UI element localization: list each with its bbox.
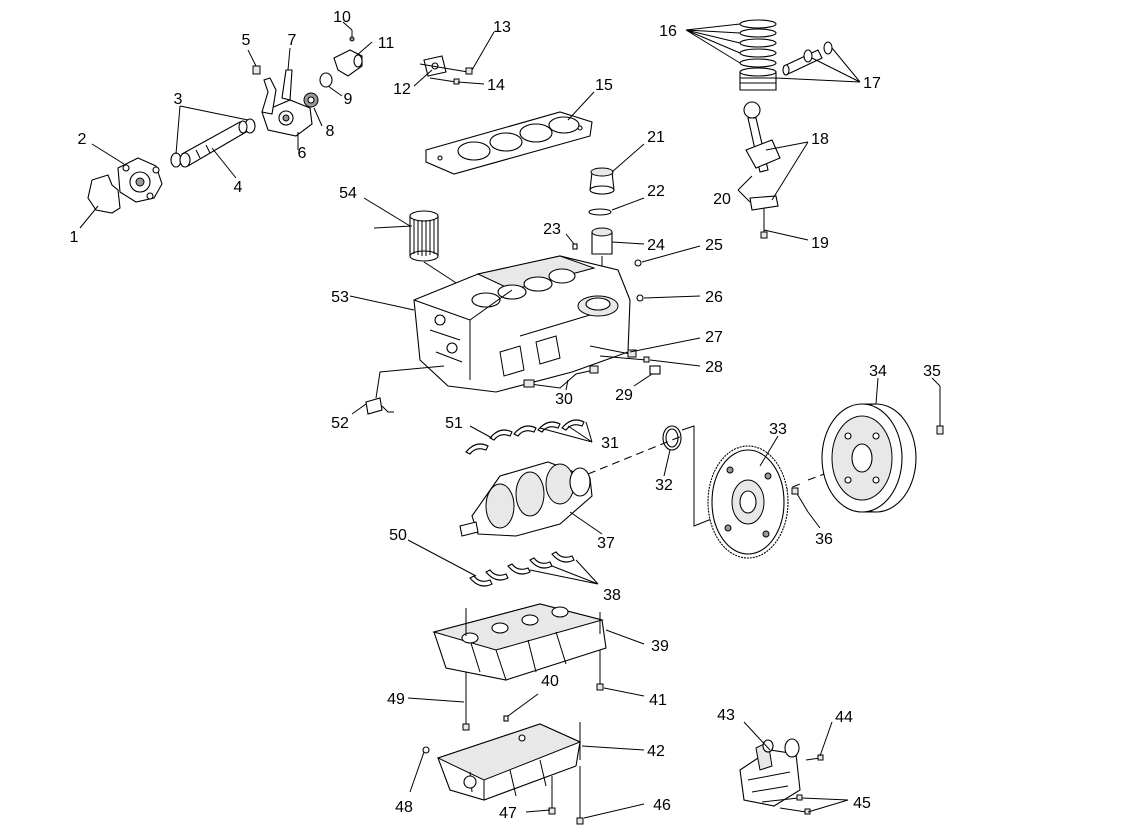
callout-5: 5 xyxy=(242,32,251,49)
callout-35: 35 xyxy=(923,363,941,380)
part-lower-main-bearings xyxy=(469,551,575,587)
callout-54: 54 xyxy=(339,185,357,202)
part-crankshaft xyxy=(459,461,593,537)
callout-31: 31 xyxy=(601,435,619,452)
callout-42: 42 xyxy=(647,743,665,760)
part-bolt-5 xyxy=(252,65,261,75)
callout-4: 4 xyxy=(234,179,243,196)
part-head-gasket xyxy=(425,111,593,175)
leader-lines xyxy=(79,21,941,819)
callout-51: 51 xyxy=(445,415,463,432)
part-upper-main-bearings xyxy=(465,419,585,455)
part-sensor-52 xyxy=(365,365,445,415)
part-flexplate xyxy=(707,445,789,559)
callout-28: 28 xyxy=(705,359,723,376)
callout-40: 40 xyxy=(541,673,559,690)
callout-19: 19 xyxy=(811,235,829,252)
part-oil-filter-element xyxy=(409,210,465,289)
part-water-pump-gasket xyxy=(87,174,121,214)
callout-39: 39 xyxy=(651,638,669,655)
part-thermostat-housing xyxy=(261,69,313,137)
part-oil-filter xyxy=(591,227,613,296)
callout-12: 12 xyxy=(393,81,411,98)
callout-34: 34 xyxy=(869,363,887,380)
part-plug-23 xyxy=(572,243,578,250)
part-water-pump xyxy=(117,157,163,203)
callout-36: 36 xyxy=(815,531,833,548)
part-coolant-pipe xyxy=(179,120,248,168)
callout-17: 17 xyxy=(863,75,881,92)
callout-16: 16 xyxy=(659,23,677,40)
part-rear-main-seal xyxy=(662,425,682,451)
callout-2: 2 xyxy=(78,131,87,148)
callout-7: 7 xyxy=(288,32,297,49)
callout-33: 33 xyxy=(769,421,787,438)
part-seal-22 xyxy=(588,208,612,216)
callout-9: 9 xyxy=(344,91,353,108)
part-knock-sensor-harness xyxy=(523,365,599,389)
part-engine-block xyxy=(413,255,631,393)
part-sensor-27 xyxy=(589,345,637,358)
callout-6: 6 xyxy=(298,145,307,162)
callout-27: 27 xyxy=(705,329,723,346)
callout-labels: 1 2 3 4 5 6 7 8 9 10 11 12 13 14 15 16 1… xyxy=(70,9,941,822)
part-plug-25 xyxy=(634,259,642,267)
callout-32: 32 xyxy=(655,477,673,494)
part-o-ring-9 xyxy=(319,72,333,88)
callout-11: 11 xyxy=(378,35,395,52)
callout-48: 48 xyxy=(395,799,413,816)
callout-23: 23 xyxy=(543,221,561,238)
callout-13: 13 xyxy=(493,19,511,36)
part-oil-pan xyxy=(436,722,582,801)
part-rod-bolt xyxy=(760,208,768,239)
callout-20: 20 xyxy=(713,191,731,208)
callout-38: 38 xyxy=(603,587,621,604)
part-piston-rings xyxy=(739,19,777,68)
callout-49: 49 xyxy=(387,691,405,708)
part-thermostat xyxy=(303,92,319,108)
callout-15: 15 xyxy=(595,77,613,94)
part-bolts-13-14 xyxy=(419,63,473,85)
callout-37: 37 xyxy=(597,535,615,552)
part-bolt-28 xyxy=(599,355,650,363)
part-bedplate-bolts xyxy=(462,650,604,731)
callout-21: 21 xyxy=(647,129,665,146)
part-dowel-40 xyxy=(503,715,509,722)
callout-46: 46 xyxy=(653,797,671,814)
part-oil-filter-adapter xyxy=(589,167,615,195)
callout-44: 44 xyxy=(835,709,853,726)
callout-25: 25 xyxy=(705,237,723,254)
part-piston-and-pin xyxy=(739,41,833,91)
part-converter-bolt xyxy=(936,386,944,435)
callout-10: 10 xyxy=(333,9,351,26)
callout-26: 26 xyxy=(705,289,723,306)
part-plug-29 xyxy=(649,365,661,375)
callout-47: 47 xyxy=(499,805,517,822)
callout-29: 29 xyxy=(615,387,633,404)
part-oil-pan-bolts xyxy=(422,746,584,825)
callout-50: 50 xyxy=(389,527,407,544)
part-dowel-26 xyxy=(636,294,644,302)
callout-45: 45 xyxy=(853,795,871,812)
part-torque-converter xyxy=(821,403,917,513)
part-bedplate xyxy=(432,603,607,681)
callout-41: 41 xyxy=(649,692,667,709)
callout-8: 8 xyxy=(326,123,335,140)
part-oil-pump-assembly xyxy=(739,738,801,807)
part-flexplate-bolt xyxy=(791,487,809,513)
callout-1: 1 xyxy=(70,229,79,246)
part-bolt-10 xyxy=(349,30,355,42)
callout-3: 3 xyxy=(174,91,183,108)
callout-22: 22 xyxy=(647,183,665,200)
part-connecting-rod xyxy=(743,101,781,211)
callout-53: 53 xyxy=(331,289,349,306)
callout-24: 24 xyxy=(647,237,665,254)
callout-52: 52 xyxy=(331,415,349,432)
callout-30: 30 xyxy=(555,391,573,408)
callout-14: 14 xyxy=(487,77,505,94)
callout-18: 18 xyxy=(811,131,829,148)
callout-43: 43 xyxy=(717,707,735,724)
part-water-outlet xyxy=(333,49,363,77)
